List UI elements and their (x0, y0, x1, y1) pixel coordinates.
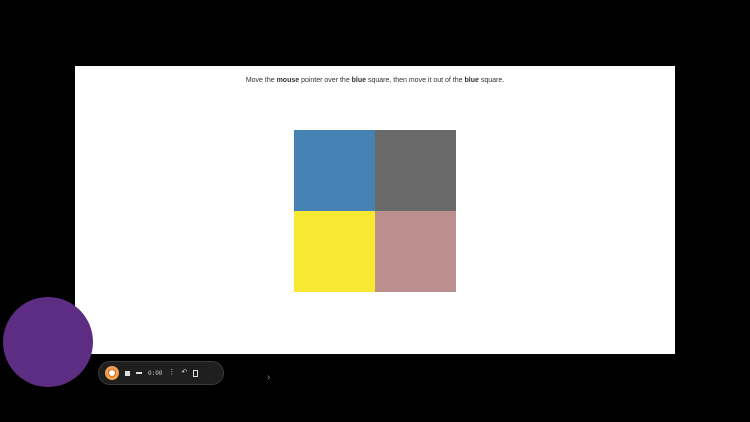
question-bold-2: blue (351, 77, 367, 84)
webcam-bubble[interactable] (3, 297, 93, 387)
settings-icon[interactable]: ⋮ (168, 369, 176, 376)
question-bold-3: blue (464, 77, 479, 84)
recording-timer: 0:00 (148, 369, 163, 377)
question-part-3: square, then move it out of the (366, 77, 465, 84)
question-bold-1: mouse (276, 77, 300, 84)
record-button[interactable] (105, 366, 119, 380)
task-slide: Move the mouse pointer over the blue squ… (75, 66, 675, 354)
delete-icon[interactable] (193, 369, 199, 377)
blue-square[interactable] (294, 130, 375, 211)
rosy-square[interactable] (375, 211, 456, 292)
question-text: Move the mouse pointer over the blue squ… (75, 76, 675, 85)
question-part-2: pointer over the (299, 77, 352, 84)
gray-square[interactable] (375, 130, 456, 211)
question-part-4: square. (478, 77, 505, 84)
recording-toolbar: 0:00 ⋮ ↶ (98, 361, 224, 385)
question-part-1: Move the (245, 77, 277, 84)
pause-icon[interactable] (136, 372, 142, 374)
color-square-grid (294, 130, 456, 292)
stop-icon[interactable] (125, 370, 130, 376)
undo-icon[interactable]: ↶ (181, 369, 188, 376)
record-icon (108, 369, 116, 377)
yellow-square[interactable] (294, 211, 375, 292)
mouse-cursor-icon: › (267, 372, 271, 383)
